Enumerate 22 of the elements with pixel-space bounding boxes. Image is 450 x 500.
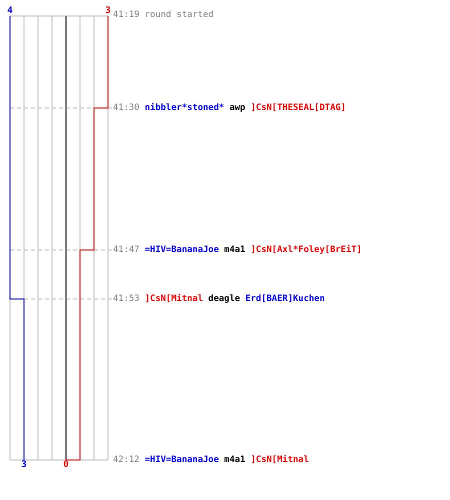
- value-label: 4: [7, 7, 13, 16]
- timestamp: 41:19: [113, 9, 140, 21]
- player-name: Erd[BAER]Kuchen: [245, 293, 325, 305]
- value-label: 3: [105, 7, 111, 16]
- weapon-name: awp: [229, 102, 246, 114]
- player-name: ]CsN[Axl*Foley[BrEiT]: [250, 244, 362, 256]
- player-name: ]CsN[Mitnal: [144, 293, 204, 305]
- player-name: =HIV=BananaJoe: [144, 244, 219, 256]
- status-text: round started: [144, 9, 214, 21]
- weapon-name: m4a1: [224, 454, 246, 466]
- player-name: ]CsN[THESEAL[DTAG]: [250, 102, 346, 114]
- timestamp: 41:53: [113, 293, 140, 305]
- timestamp: 42:12: [113, 454, 140, 466]
- weapon-name: m4a1: [224, 244, 246, 256]
- player-name: ]CsN[Mitnal: [250, 454, 309, 466]
- timestamp: 41:47: [113, 244, 140, 256]
- weapon-name: deagle: [208, 293, 240, 305]
- timestamp: 41:30: [113, 102, 140, 114]
- player-name: nibbler*stoned*: [144, 102, 224, 114]
- value-label: 3: [21, 461, 27, 470]
- player-name: =HIV=BananaJoe: [144, 454, 219, 466]
- value-label: 0: [63, 461, 69, 470]
